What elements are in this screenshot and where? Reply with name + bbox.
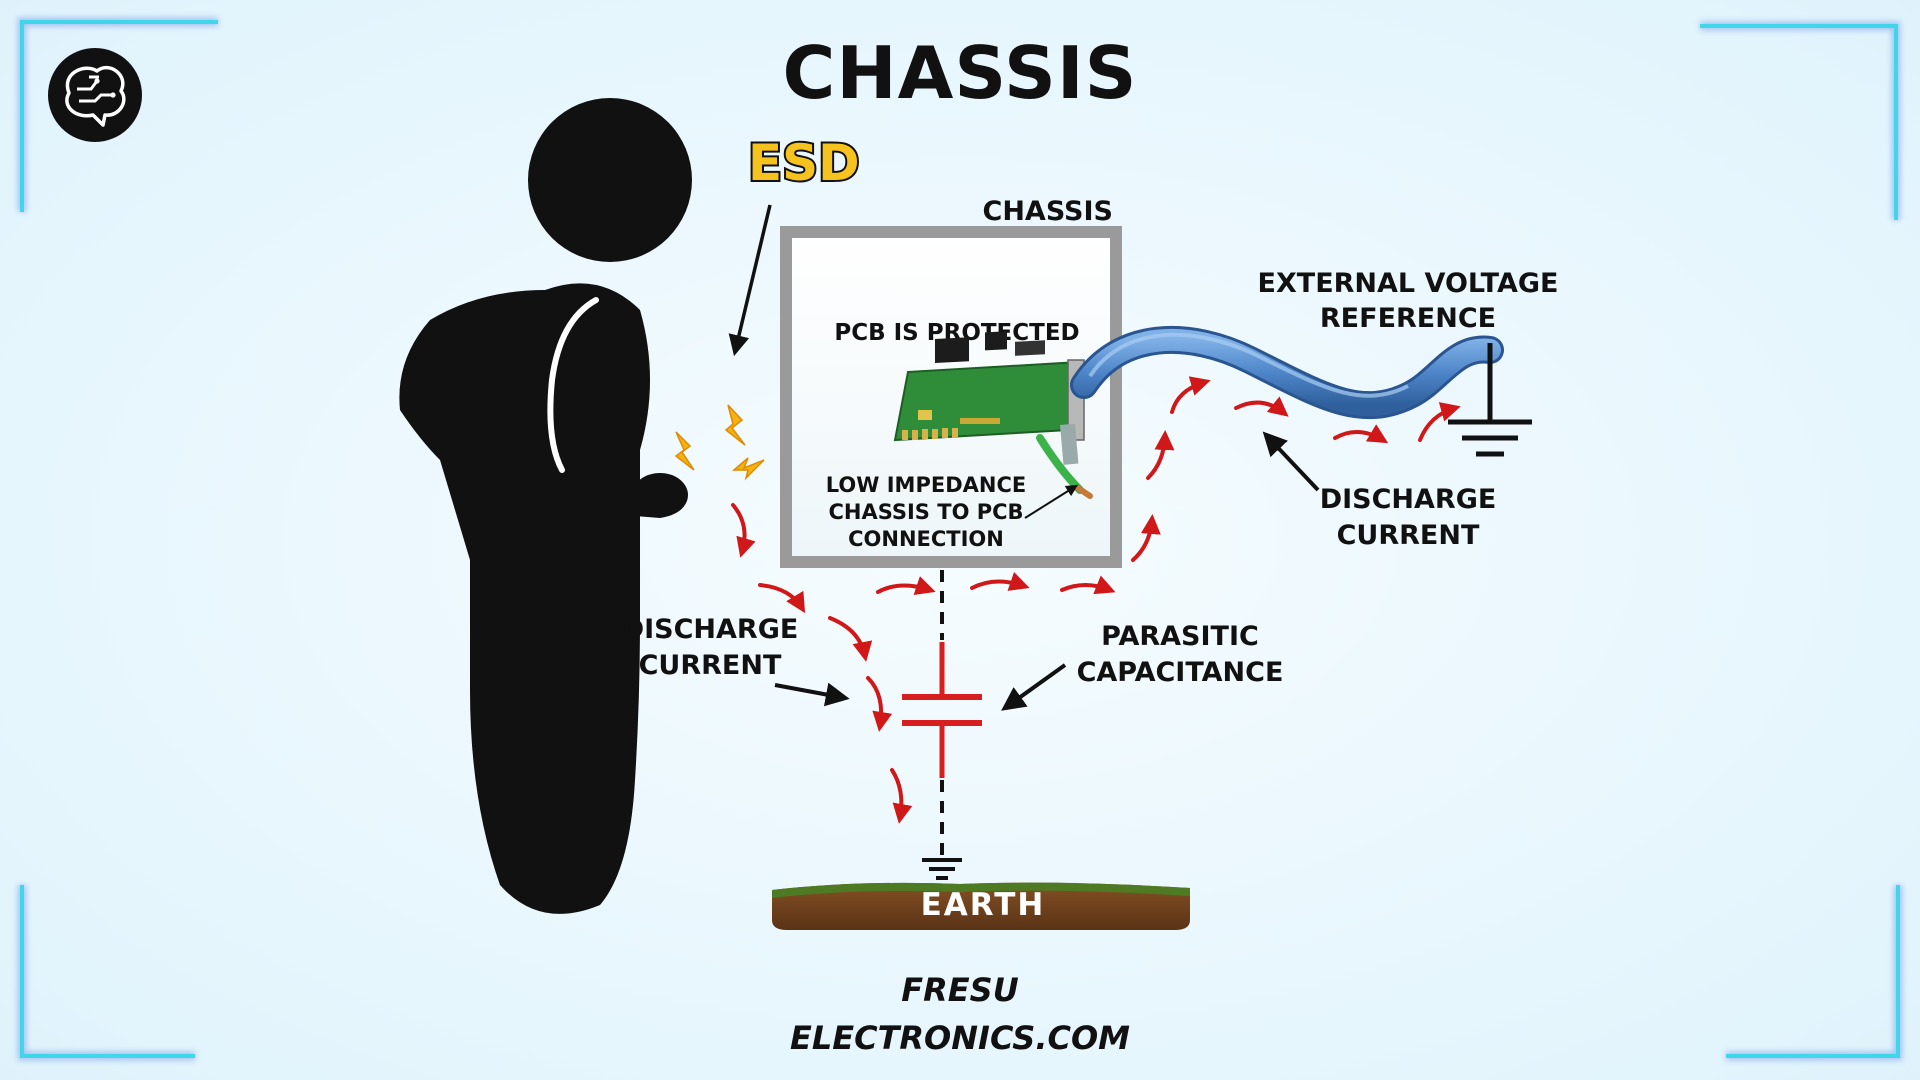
brain-circuit-icon [48,48,142,142]
low-impedance-label-line3: CONNECTION [848,527,1004,551]
discharge-left-pointer [774,682,850,707]
parasitic-capacitor [902,570,982,880]
low-impedance-label-line1: LOW IMPEDANCE [826,473,1026,497]
earth-ground-block [772,882,1190,930]
discharge-current-arrows [731,376,1461,824]
chassis-label: CHASSIS [983,196,1113,227]
parasitic-capacitance-line1: PARASITIC [1101,621,1259,652]
discharge-right-pointer [1262,431,1320,492]
low-impedance-pointer [1024,484,1079,519]
page-title: CHASSIS [783,31,1138,115]
person-figure [399,98,692,914]
discharge-current-left-line1: DISCHARGE [622,614,799,645]
footer-line2: ELECTRONICS.COM [790,1019,1130,1057]
external-voltage-label-line1: EXTERNAL VOLTAGE [1258,268,1559,299]
footer-line1: FRESU [901,971,1018,1009]
low-impedance-label-line2: CHASSIS TO PCB [828,500,1023,524]
discharge-current-right-line1: DISCHARGE [1320,484,1497,515]
corner-frame [17,17,1903,1061]
parasitic-capacitance-line2: CAPACITANCE [1077,657,1284,688]
discharge-current-left-line2: CURRENT [639,650,782,681]
esd-pointer-arrow [728,204,772,357]
ground-symbol-icon [1448,343,1532,457]
earth-label: EARTH [921,887,1046,923]
lightning-spark-icon [674,404,765,481]
discharge-current-right-line2: CURRENT [1337,520,1480,551]
esd-label: ESD [748,134,860,192]
parasitic-pointer [1001,663,1067,711]
shielded-cable [1070,326,1504,420]
external-voltage-label-line2: REFERENCE [1320,303,1496,334]
